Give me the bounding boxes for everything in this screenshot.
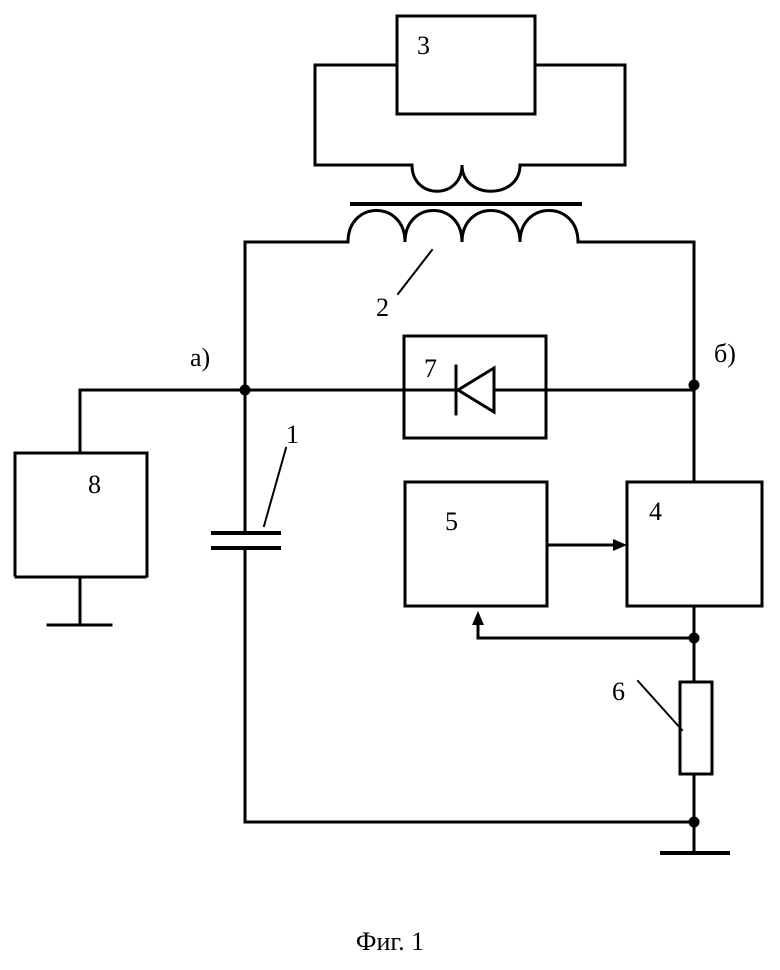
label-node-b: б) xyxy=(714,339,736,368)
leader-line-1 xyxy=(264,448,286,526)
wire-feedback xyxy=(478,624,694,638)
label-1: 1 xyxy=(286,420,299,449)
label-8: 8 xyxy=(88,470,101,499)
label-2: 2 xyxy=(376,293,389,322)
leader-line-2 xyxy=(398,250,432,294)
arrow-head-5 xyxy=(472,611,484,625)
block-5 xyxy=(405,482,547,606)
block-4 xyxy=(627,482,762,606)
arrow-head-4 xyxy=(613,539,627,551)
label-3: 3 xyxy=(417,31,430,60)
secondary-coil xyxy=(412,165,520,191)
optional-circuit xyxy=(15,390,245,625)
junction-b xyxy=(689,380,700,391)
block-8 xyxy=(15,453,147,577)
wire-optional xyxy=(80,390,245,453)
wire-top-right xyxy=(578,242,694,482)
junction-ground xyxy=(689,817,700,828)
junction-feedback xyxy=(689,633,700,644)
primary-winding-2 xyxy=(348,211,578,243)
block-3-circuit xyxy=(315,16,625,191)
leader-line-6 xyxy=(638,681,682,730)
label-node-a: а) xyxy=(190,343,210,372)
block-7 xyxy=(404,336,546,438)
resistor-6 xyxy=(680,682,712,774)
label-4: 4 xyxy=(649,497,662,526)
label-6: 6 xyxy=(612,677,625,706)
label-7: 7 xyxy=(424,354,437,383)
figure-caption: Фиг. 1 xyxy=(356,927,424,956)
junction-a xyxy=(240,385,251,396)
label-5: 5 xyxy=(445,507,458,536)
